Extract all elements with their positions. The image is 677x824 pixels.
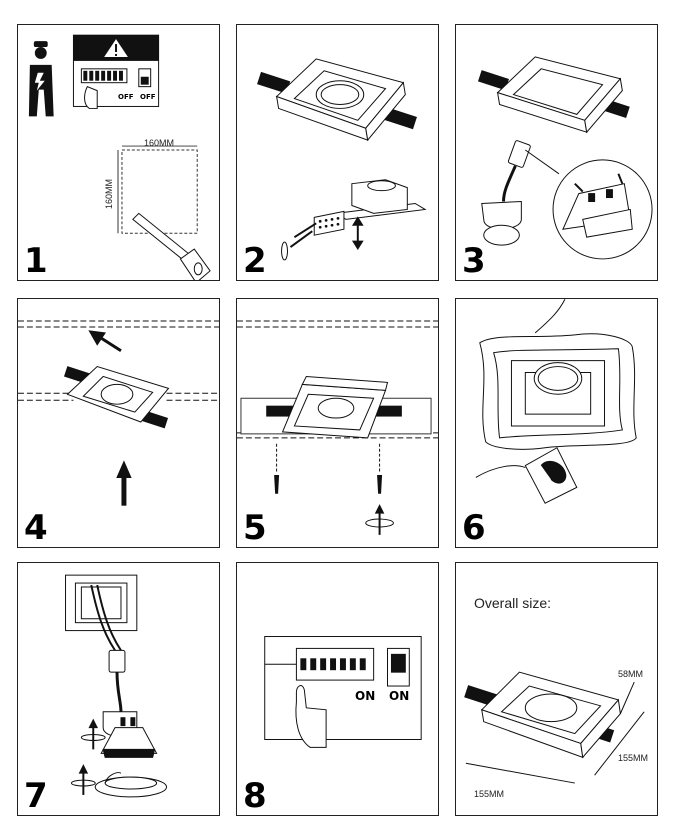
step-number: 6	[462, 508, 486, 548]
ceiling-lines	[18, 320, 219, 401]
downlight-fixture	[266, 375, 402, 439]
step-7-illustration	[65, 574, 168, 798]
gu10-lamp	[100, 717, 158, 758]
height-dimension-label: 58MM	[618, 669, 644, 679]
step-number: 1	[24, 241, 48, 281]
switch-off-label: OFF	[140, 93, 156, 101]
step-8-illustration	[264, 636, 422, 748]
step-3-illustration	[477, 56, 653, 260]
up-arrow-icon	[88, 330, 122, 352]
saw-icon	[132, 212, 211, 280]
connector-cable	[102, 649, 138, 738]
overall-size-panel: Overall size: 58MM 155MM 155MM	[455, 562, 658, 816]
step-8-panel: ON ON 8	[236, 562, 439, 816]
step-6-illustration	[475, 299, 637, 504]
screw-icon	[281, 222, 317, 261]
switch-on-label: ON	[389, 689, 410, 703]
step-5-panel: 5	[236, 298, 439, 548]
electrician-icon	[28, 41, 54, 117]
step-7-panel: 7	[17, 562, 220, 816]
step-4-illustration	[18, 320, 219, 506]
downlight-fixture	[64, 366, 170, 429]
ceiling-wire	[534, 299, 566, 334]
rotate-arrow-icon	[365, 504, 394, 535]
step-2-illustration	[257, 58, 427, 261]
overall-size-title: Overall size:	[474, 595, 552, 611]
step-number: 8	[243, 776, 267, 816]
breaker-off-label: OFF	[118, 93, 134, 101]
mounting-bracket	[313, 179, 427, 236]
recessed-housing	[65, 574, 138, 651]
step-number: 4	[24, 508, 48, 548]
breaker-panel-icon	[72, 34, 160, 109]
hand-icon	[295, 685, 327, 748]
cutout-height-label: 160MM	[104, 178, 115, 210]
up-down-arrow-icon	[351, 216, 364, 250]
cutout-template	[117, 145, 198, 234]
trowel-icon	[475, 447, 578, 504]
step-5-illustration	[237, 320, 438, 535]
depth-dimension-label: 155MM	[618, 753, 649, 763]
downlight-fixture	[477, 56, 630, 134]
overall-size-illustration	[464, 671, 645, 784]
connector-cable	[481, 140, 531, 246]
screw-icon	[274, 443, 383, 494]
step-6-panel: 6	[455, 298, 658, 548]
push-up-arrow-icon	[116, 460, 132, 506]
junction-detail-circle	[525, 149, 653, 260]
step-3-panel: 3	[455, 24, 658, 281]
plastered-fixture	[479, 333, 637, 450]
downlight-fixture	[257, 58, 417, 142]
dimension-lines	[465, 681, 645, 784]
step-number: 2	[243, 241, 267, 281]
step-number: 3	[462, 241, 486, 281]
width-dimension-label: 155MM	[474, 789, 505, 799]
step-1-panel: 160MM 160MM OFF OFF 1	[17, 24, 220, 281]
step-2-panel: 2	[236, 24, 439, 281]
step-4-panel: 4	[17, 298, 220, 548]
step-number: 5	[243, 508, 267, 548]
step-number: 7	[24, 776, 48, 816]
step-1-illustration	[28, 34, 211, 280]
cutout-width-label: 160MM	[144, 138, 175, 148]
downlight-fixture	[464, 671, 621, 759]
breaker-panel-icon	[264, 636, 422, 740]
retaining-ring	[94, 772, 168, 798]
breaker-on-label: ON	[355, 689, 376, 703]
rotate-arrow-icon	[70, 718, 106, 795]
